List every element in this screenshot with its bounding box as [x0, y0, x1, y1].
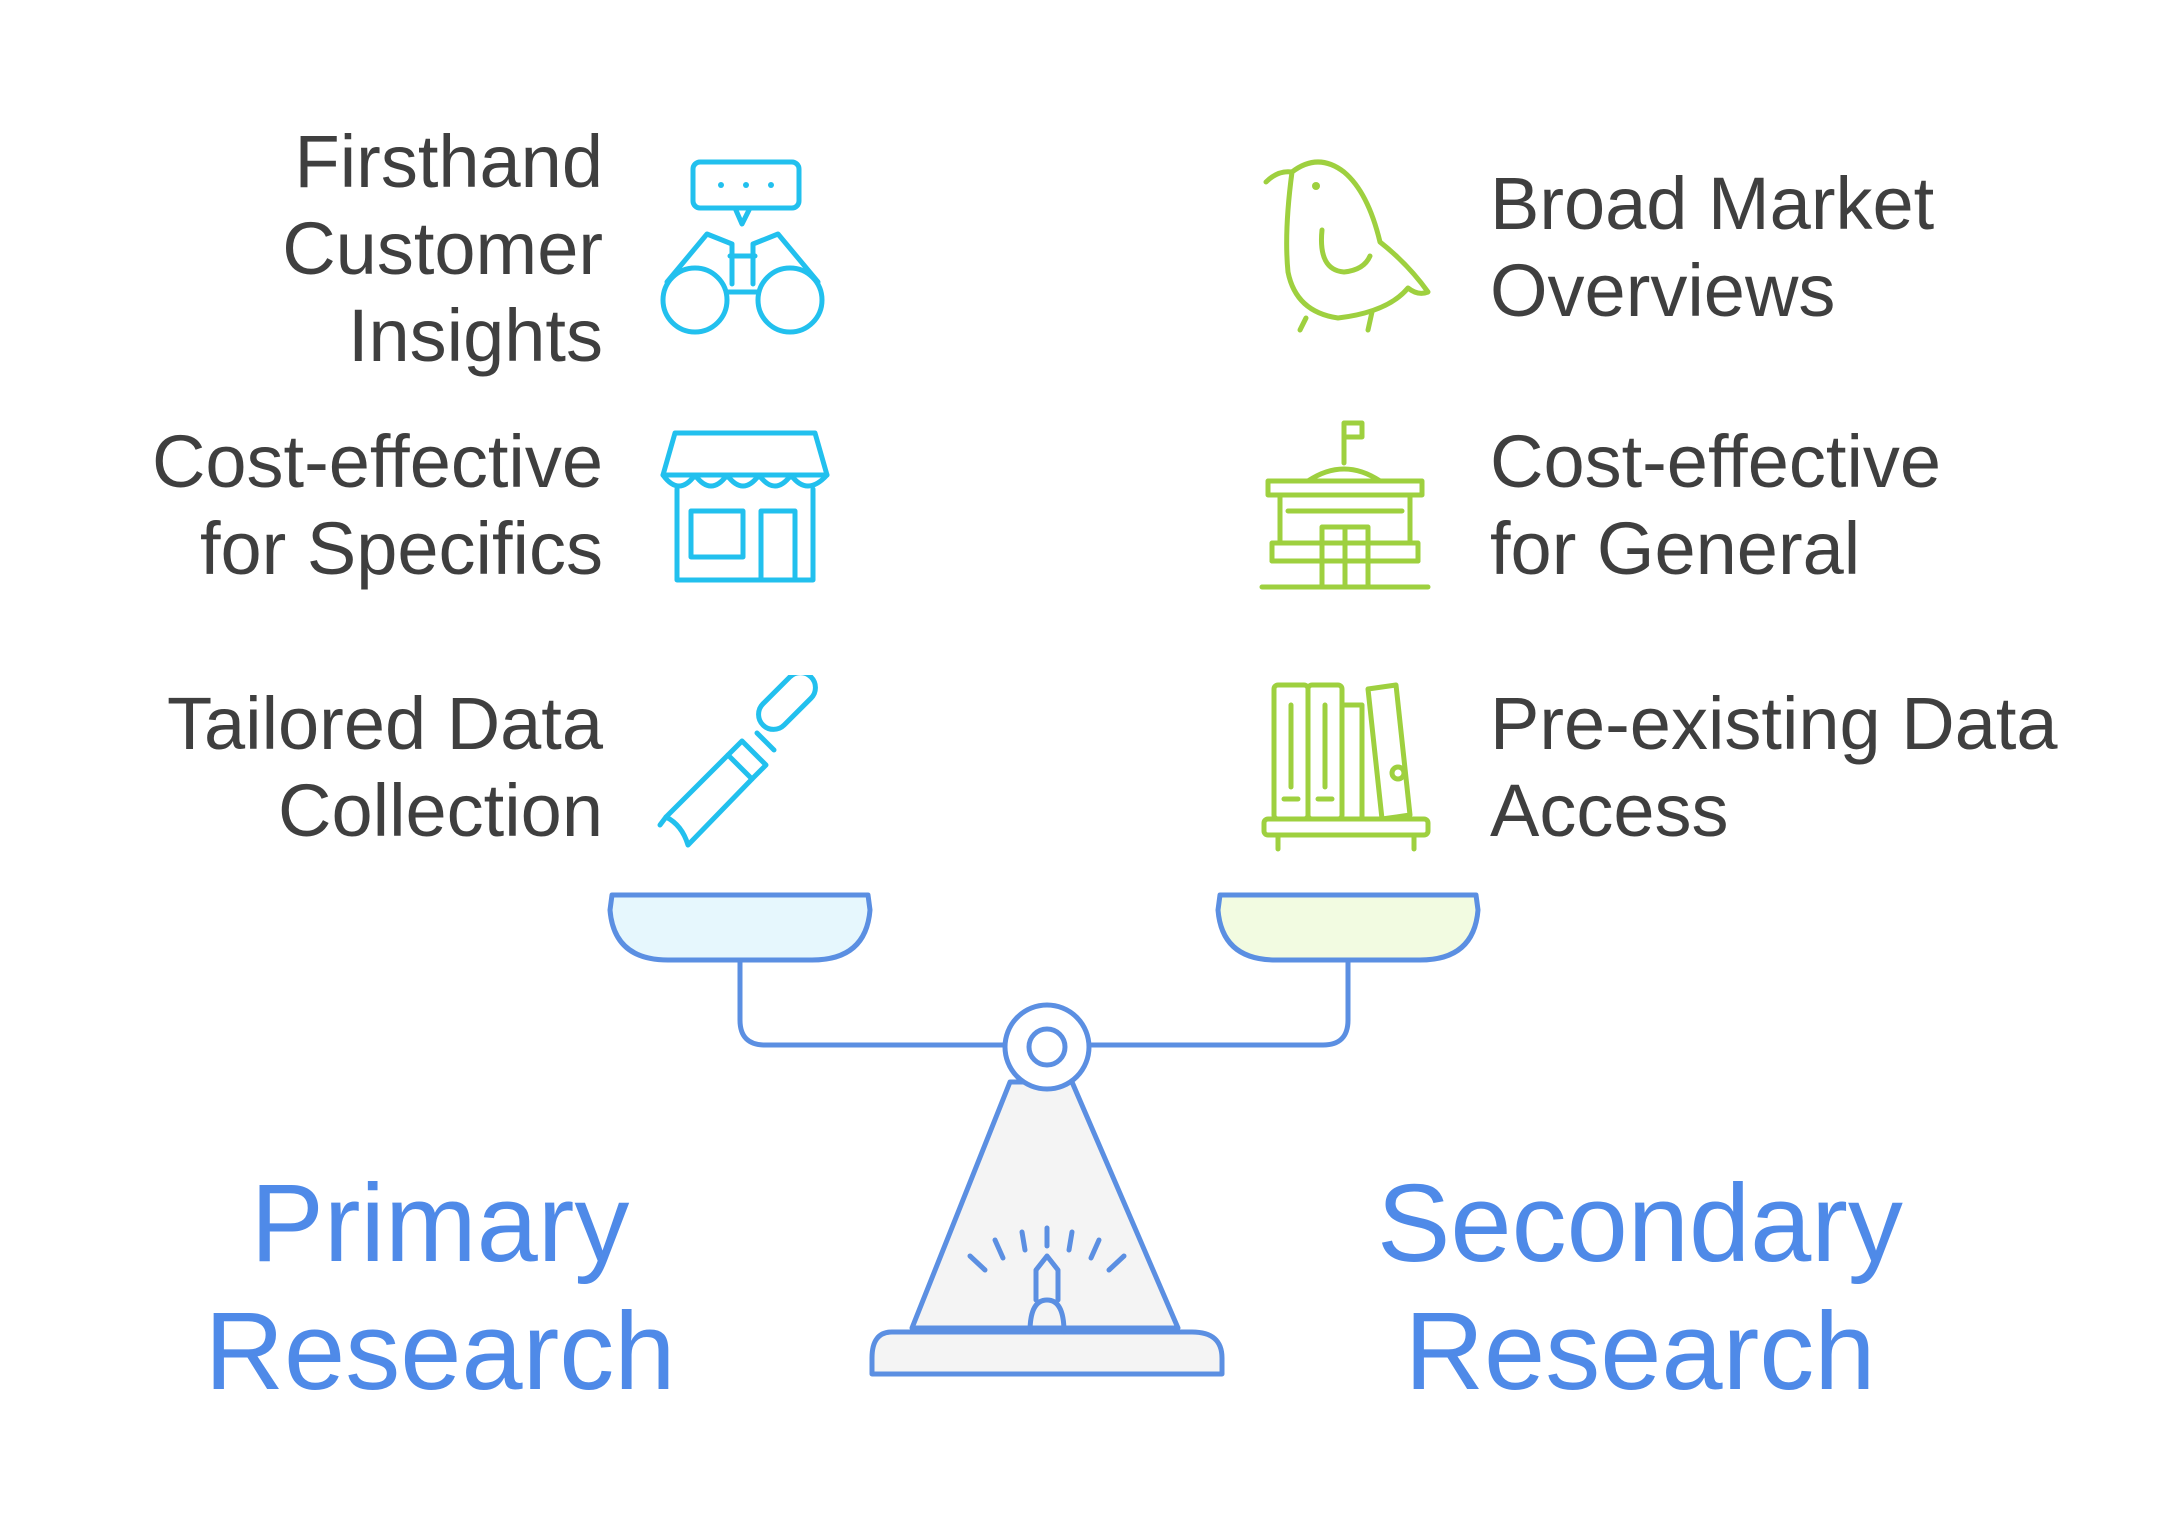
left-item-label-2: Cost-effective for Specifics: [151, 420, 603, 590]
right-item-label-2: Cost-effective for General: [1490, 420, 1942, 590]
balance-scale-icon: [607, 892, 1481, 1377]
right-item-label-1: Broad Market Overviews: [1490, 162, 1935, 332]
screwdriver-icon: [657, 675, 818, 848]
right-scale-pan: [1215, 892, 1481, 963]
left-scale-pan: [607, 892, 873, 963]
bird-icon: [1263, 159, 1431, 333]
bookshelf-icon: [1261, 682, 1431, 852]
storefront-icon: [660, 430, 830, 583]
scale-base: [869, 1329, 1225, 1377]
scale-stand: [909, 1079, 1181, 1331]
primary-research-title: Primary Research: [204, 1162, 676, 1413]
left-item-label-1: Firsthand Customer Insights: [282, 120, 603, 377]
left-item-label-3: Tailored Data Collection: [166, 682, 603, 852]
secondary-research-title: Secondary Research: [1377, 1162, 1903, 1413]
right-item-label-3: Pre-existing Data Access: [1490, 682, 2058, 852]
binoculars-chat-icon: [660, 159, 825, 335]
building-icon: [1259, 420, 1431, 590]
